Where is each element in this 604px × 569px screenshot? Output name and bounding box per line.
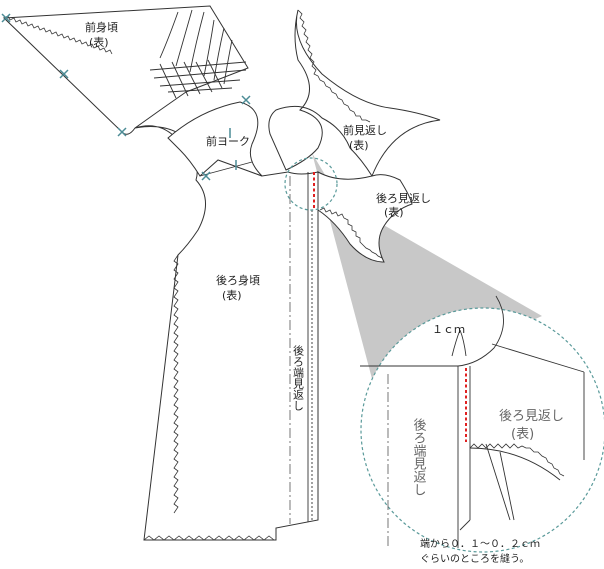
label-back-facing-side: (表) bbox=[384, 205, 404, 219]
label-front-facing-side: (表) bbox=[349, 138, 369, 152]
front-facing-piece bbox=[268, 9, 441, 178]
label-front-facing: 前見返し bbox=[343, 123, 387, 137]
label-back-body-side: (表) bbox=[222, 288, 242, 302]
alignment-marks bbox=[1, 13, 251, 181]
zoom-back-edge-facing: 後ろ端見返し bbox=[411, 418, 427, 496]
label-back-edge-facing: 後ろ端見返し bbox=[292, 344, 305, 411]
label-back-facing: 後ろ見返し bbox=[376, 191, 431, 205]
instruction-line-1: 端から０．１～０．２ｃｍ bbox=[420, 537, 540, 550]
zoom-back-facing-side: (表) bbox=[511, 427, 534, 442]
label-front-body-side: (表) bbox=[89, 35, 109, 49]
zoom-measure-label: １ｃｍ bbox=[432, 323, 465, 336]
back-body-piece bbox=[134, 125, 319, 541]
label-front-body: 前身頃 bbox=[85, 20, 118, 34]
label-back-body: 後ろ身頃 bbox=[216, 273, 260, 287]
label-front-yoke: 前ヨーク bbox=[206, 134, 250, 148]
back-facing-piece bbox=[317, 171, 413, 263]
detail-circle-small bbox=[284, 157, 338, 211]
zoom-back-facing: 後ろ見返し bbox=[499, 409, 564, 424]
zoom-detail bbox=[360, 295, 604, 553]
instruction-line-2: ぐらいのところを縫う。 bbox=[420, 552, 529, 565]
